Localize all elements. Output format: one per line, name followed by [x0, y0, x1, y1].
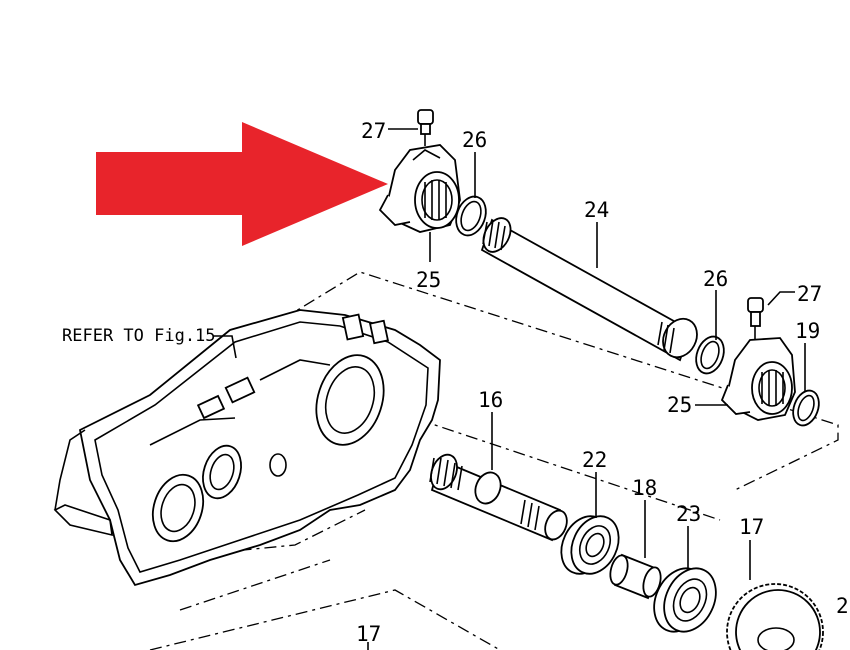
collar-18 [609, 553, 662, 600]
callout-17-right: 17 [739, 515, 764, 539]
red-arrow-icon [96, 122, 388, 246]
o-ring-19-inner [797, 394, 815, 422]
callout-24: 24 [584, 198, 609, 222]
callout-18: 18 [632, 476, 657, 500]
shaft-24 [480, 217, 698, 362]
callout-2: 2 [836, 594, 849, 618]
callout-25-right: 25 [667, 393, 692, 417]
callout-26-right: 26 [703, 267, 728, 291]
o-ring-top [455, 195, 487, 237]
o-ring-right-inner [700, 340, 720, 370]
callout-19: 19 [795, 319, 820, 343]
grease-nipple-top [417, 109, 434, 146]
gear-17 [726, 583, 824, 650]
grease-nipple-right [747, 297, 764, 340]
callout-22: 22 [582, 448, 607, 472]
callout-25-top: 25 [416, 268, 441, 292]
bearing-holder-right [720, 337, 796, 421]
callout-23: 23 [676, 502, 701, 526]
leader-lines [213, 128, 806, 650]
shaft-16 [429, 453, 568, 542]
bearing-22 [560, 515, 620, 575]
bearing-holder-top [378, 144, 461, 233]
callout-17-bottom: 17 [356, 622, 381, 646]
o-ring-top-inner [460, 200, 482, 232]
callout-26-top: 26 [462, 128, 487, 152]
reference-note: REFER TO Fig.15 [62, 326, 216, 346]
callout-16: 16 [478, 388, 503, 412]
callout-27-top: 27 [361, 119, 386, 143]
assembly-guide-lines [139, 271, 839, 650]
o-ring-19 [792, 389, 820, 427]
callout-27-right: 27 [797, 282, 822, 306]
bearing-23 [653, 567, 717, 633]
gearbox-case [53, 309, 441, 587]
